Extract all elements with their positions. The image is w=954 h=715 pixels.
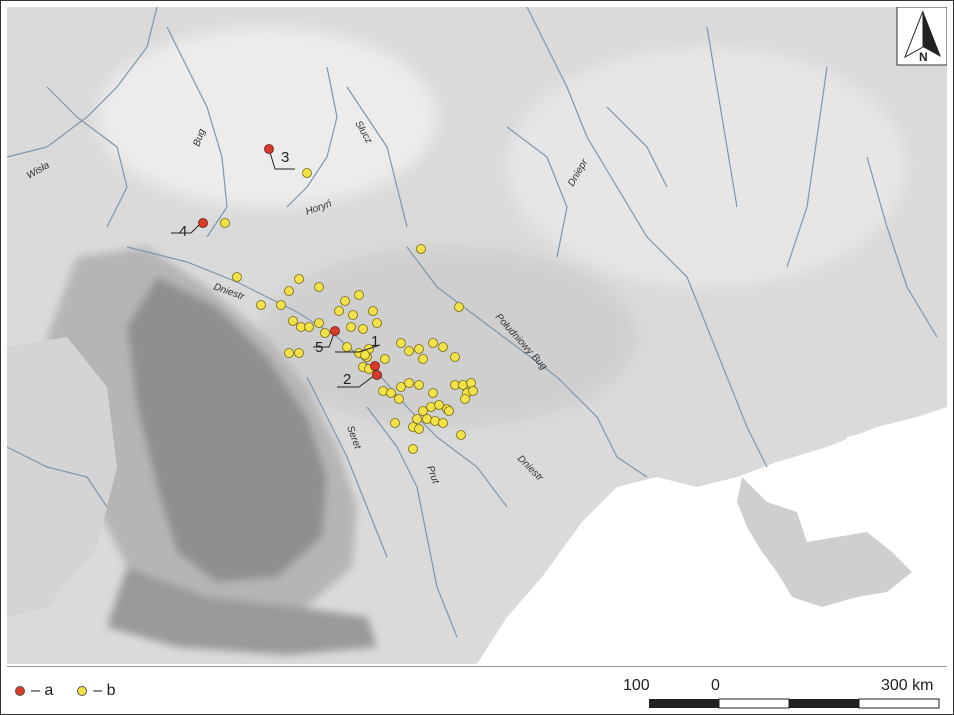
site-b-marker xyxy=(314,282,324,292)
scale-bar-graphic xyxy=(649,698,940,709)
site-b-marker xyxy=(414,344,424,354)
site-b-marker xyxy=(396,382,406,392)
site-b-marker xyxy=(380,354,390,364)
site-b-marker xyxy=(294,348,304,358)
site-b-marker xyxy=(418,406,428,416)
sites-b-group xyxy=(220,168,478,454)
north-label: N xyxy=(919,50,928,64)
pannonian-plain xyxy=(7,337,117,617)
site-b-marker xyxy=(456,430,466,440)
site-number-2: 2 xyxy=(343,371,351,388)
site-b-marker xyxy=(422,414,432,424)
crimea xyxy=(737,477,912,607)
site-b-marker xyxy=(426,402,436,412)
site-b-marker xyxy=(276,300,286,310)
site-b-marker xyxy=(468,386,478,396)
site-b-marker xyxy=(428,338,438,348)
site-b-marker xyxy=(386,388,396,398)
site-number-5: 5 xyxy=(315,339,323,356)
legend-label-a: – a xyxy=(31,682,54,699)
site-b-marker xyxy=(342,342,352,352)
site-a-marker-3 xyxy=(264,144,274,154)
site-b-marker xyxy=(450,352,460,362)
site-b-marker xyxy=(390,418,400,428)
site-b-marker xyxy=(444,406,454,416)
scale-label-300km: 300 km xyxy=(881,677,934,694)
sea-of-azov xyxy=(847,427,947,517)
site-a-marker-4 xyxy=(198,218,208,228)
legend: – a – b xyxy=(15,677,116,705)
site-b-marker xyxy=(294,274,304,284)
site-b-marker xyxy=(438,342,448,352)
site-b-marker xyxy=(414,380,424,390)
site-number-4: 4 xyxy=(179,223,187,240)
site-b-marker xyxy=(284,286,294,296)
site-b-marker xyxy=(314,318,324,328)
legend-item-b: – b xyxy=(77,682,116,700)
site-b-marker xyxy=(404,346,414,356)
site-b-marker xyxy=(460,394,470,404)
scale-bar: 100 0 300 km xyxy=(619,677,949,713)
site-b-marker xyxy=(414,424,424,434)
sites-a-group xyxy=(198,144,382,380)
site-b-marker xyxy=(404,378,414,388)
red-dot-icon xyxy=(15,686,25,696)
site-b-marker xyxy=(418,354,428,364)
site-b-marker xyxy=(408,444,418,454)
site-b-marker xyxy=(354,290,364,300)
site-b-marker xyxy=(288,316,298,326)
site-b-marker xyxy=(396,338,406,348)
site-b-marker xyxy=(358,324,368,334)
site-number-3: 3 xyxy=(281,149,289,166)
site-a-marker-2 xyxy=(372,370,382,380)
scale-label-0: 0 xyxy=(711,677,720,694)
site-b-marker xyxy=(220,218,230,228)
site-b-marker xyxy=(434,400,444,410)
site-b-marker xyxy=(360,350,370,360)
upland-shade xyxy=(507,47,907,287)
site-b-marker xyxy=(378,386,388,396)
site-a-marker-5 xyxy=(330,326,340,336)
site-b-marker xyxy=(368,306,378,316)
site-b-marker xyxy=(412,414,422,424)
site-b-marker xyxy=(334,306,344,316)
site-b-marker xyxy=(458,380,468,390)
site-b-marker xyxy=(304,322,314,332)
scale-label-100: 100 xyxy=(623,677,650,694)
site-b-marker xyxy=(256,300,266,310)
site-b-marker xyxy=(284,348,294,358)
legend-item-a: – a xyxy=(15,682,53,700)
site-b-marker xyxy=(394,394,404,404)
site-b-marker xyxy=(302,168,312,178)
legend-label-b: – b xyxy=(93,682,116,699)
carpathian-mountains xyxy=(47,247,377,655)
site-b-marker xyxy=(416,244,426,254)
upland-shade xyxy=(97,27,437,207)
site-b-marker xyxy=(438,418,448,428)
site-b-marker xyxy=(348,310,358,320)
yellow-dot-icon xyxy=(77,686,88,696)
site-number-1: 1 xyxy=(371,333,379,350)
site-b-marker xyxy=(232,272,242,282)
site-b-marker xyxy=(372,318,382,328)
site-b-marker xyxy=(346,322,356,332)
site-b-marker xyxy=(430,416,440,426)
site-b-marker xyxy=(428,388,438,398)
map-canvas: Wisła Bug Słucz Horyń Dniepr Dniestr Poł… xyxy=(7,7,947,664)
site-b-marker xyxy=(454,302,464,312)
site-b-marker xyxy=(340,296,350,306)
site-b-marker xyxy=(320,328,330,338)
site-b-marker xyxy=(466,378,476,388)
site-leaders xyxy=(171,148,381,388)
site-a-marker-1 xyxy=(370,361,380,371)
legend-divider xyxy=(7,666,947,667)
north-arrow: N xyxy=(896,7,947,66)
podolia-shade xyxy=(257,247,637,427)
